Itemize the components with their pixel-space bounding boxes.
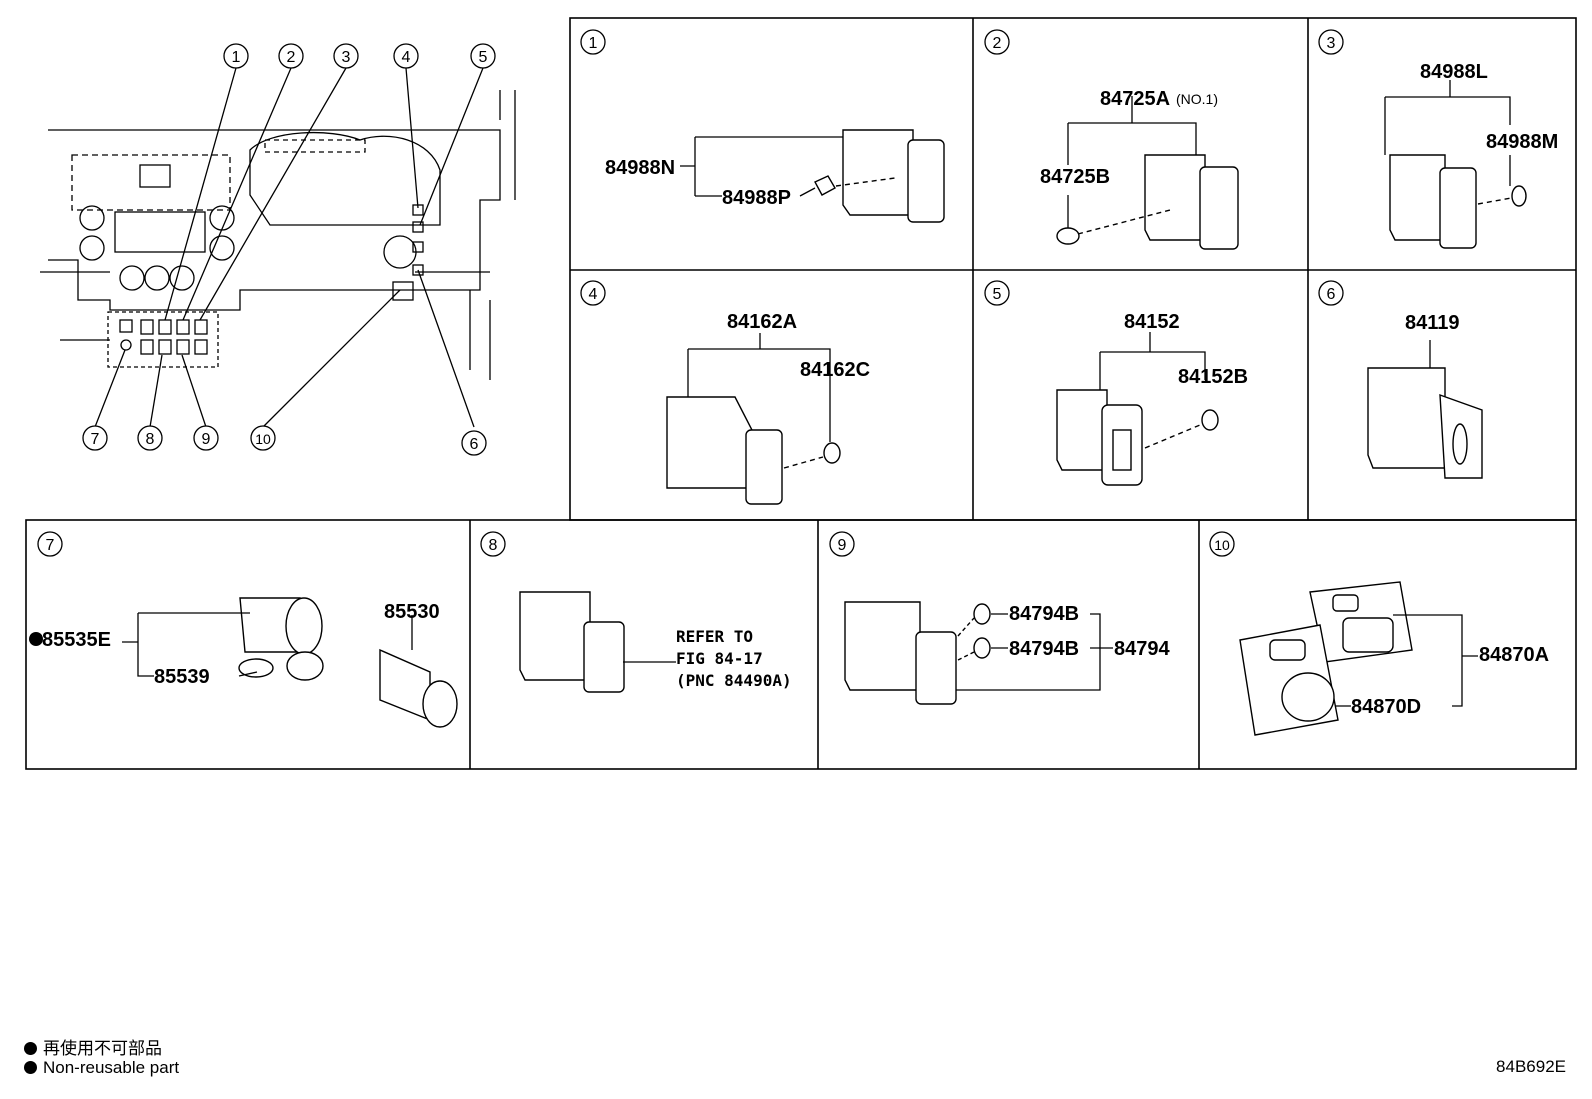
panel-9-index: 9 [838, 537, 847, 554]
refer-line-3: (PNC 84490A) [676, 671, 792, 690]
mirror-switch-84870a-drawing [1239, 581, 1413, 736]
panel-7-index: 7 [46, 537, 55, 554]
part-84162a: 84162A [727, 311, 797, 333]
part-84870d: 84870D [1351, 696, 1421, 718]
part-84725a-note: (NO.1) [1176, 91, 1218, 107]
panel-5-index: 5 [993, 286, 1002, 303]
switch-84725a-drawing [1056, 154, 1239, 250]
overview-index-1: 1 [232, 49, 241, 66]
legend-jp-text: 再使用不可部品 [43, 1039, 162, 1058]
overview-index-4: 4 [402, 49, 411, 66]
part-84725a: 84725A [1100, 88, 1170, 110]
dimmer-84119-drawing [1367, 367, 1483, 479]
part-84794b-lower: 84794B [1009, 638, 1079, 660]
panel-3-index: 3 [1327, 35, 1336, 52]
switch-84988n-drawing [814, 129, 945, 223]
switch-84162a-drawing [666, 396, 841, 505]
legend-japanese: 再使用不可部品 [24, 1034, 162, 1059]
dimmer-84152-drawing [1056, 389, 1219, 486]
overview-index-8: 8 [146, 431, 155, 448]
part-84152b: 84152B [1178, 366, 1248, 388]
overview-index-6: 6 [470, 436, 479, 453]
part-85539: 85539 [154, 666, 210, 688]
part-84988p: 84988P [722, 187, 791, 209]
part-84119: 84119 [1405, 312, 1460, 334]
switch-refer-drawing [519, 591, 625, 693]
overview-index-2: 2 [287, 49, 296, 66]
power-outlet-85535e-drawing [238, 597, 458, 728]
refer-line-1: REFER TO [676, 627, 753, 646]
dashboard-overview [40, 67, 516, 428]
part-84988m: 84988M [1486, 131, 1558, 153]
panel-10-index: 10 [1214, 537, 1230, 553]
panel-2-index: 2 [993, 35, 1002, 52]
legend-en-text: Non-reusable part [43, 1058, 180, 1077]
overview-index-10: 10 [255, 431, 271, 447]
part-84870a: 84870A [1479, 644, 1549, 666]
part-84725b: 84725B [1040, 166, 1110, 188]
overview-index-7: 7 [91, 431, 100, 448]
overview-index-3: 3 [342, 49, 351, 66]
legend-english: Non-reusable part [24, 1058, 179, 1078]
panel-leader-lines [122, 80, 1511, 707]
overview-index-5: 5 [479, 49, 488, 66]
switch-84794-drawing [844, 601, 991, 705]
part-84162c: 84162C [800, 359, 870, 381]
bullet-icon [24, 1042, 37, 1055]
lower-panel-frame [25, 519, 1577, 770]
panel-1-index: 1 [589, 35, 598, 52]
bullet-icon [24, 1061, 37, 1074]
overview-index-9: 9 [202, 431, 211, 448]
refer-line-2: FIG 84-17 [676, 649, 763, 668]
non-reusable-marker [29, 632, 43, 646]
panel-6-index: 6 [1327, 286, 1336, 303]
panel-8-index: 8 [489, 537, 498, 554]
panel-4-index: 4 [589, 286, 598, 303]
part-84988l: 84988L [1420, 61, 1488, 83]
part-85530: 85530 [384, 601, 440, 623]
part-84152: 84152 [1124, 311, 1180, 333]
panel-index-callouts [37, 29, 1344, 557]
figure-code: 84B692E [1496, 1057, 1566, 1076]
overview-index-text: 1 2 3 4 5 7 8 9 10 6 [91, 49, 488, 453]
switch-84988l-drawing [1389, 154, 1527, 249]
part-85535e: 85535E [42, 629, 111, 651]
part-84988n: 84988N [605, 157, 675, 179]
overview-index-callouts [82, 43, 496, 456]
part-84794: 84794 [1114, 638, 1170, 660]
part-84794b-upper: 84794B [1009, 603, 1079, 625]
